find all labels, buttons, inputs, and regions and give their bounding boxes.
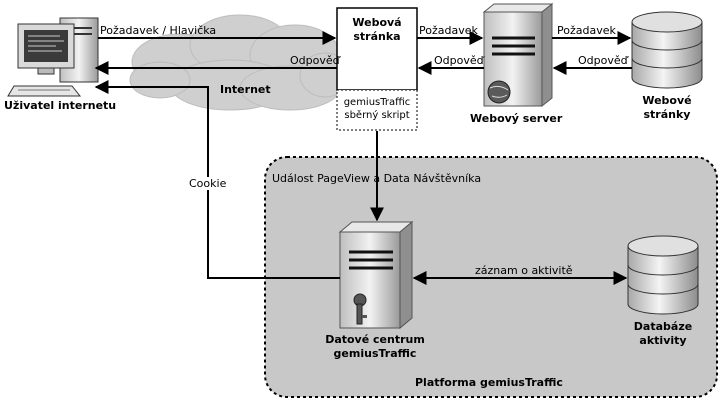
activity-db-label-2: aktivity	[639, 334, 687, 347]
web-server-icon	[482, 2, 554, 108]
data-center-label-2: gemiusTraffic	[333, 347, 417, 360]
edge-request-pages: Požadavek	[557, 24, 616, 37]
web-page-label-1: Webová	[352, 16, 402, 29]
edge-activity-record: záznam o aktivitě	[475, 264, 573, 277]
edge-cookie: Cookie	[188, 177, 228, 190]
collector-label-2: sběrný skript	[344, 110, 410, 121]
collector-script-box	[336, 89, 418, 131]
web-page-box	[336, 7, 418, 91]
edge-request-server: Požadavek	[419, 24, 478, 37]
platform-label: Platforma gemiusTraffic	[415, 376, 563, 389]
web-pages-label-1: Webové	[642, 94, 692, 107]
edge-response-server: Odpověď	[434, 54, 484, 67]
data-center-label-1: Datové centrum	[325, 333, 425, 346]
activity-database-icon	[627, 235, 699, 315]
computer-icon	[7, 17, 99, 97]
key-icon	[353, 293, 367, 325]
collector-label-1: gemiusTraffic	[343, 97, 411, 108]
web-page-label-2: stránka	[353, 30, 401, 43]
web-pages-database-icon	[631, 11, 703, 89]
user-label: Uživatel internetu	[4, 99, 117, 112]
edge-request-header: Požadavek / Hlavička	[100, 24, 217, 37]
internet-label: Internet	[220, 83, 271, 96]
edge-response-user: Odpověď	[290, 54, 340, 67]
data-center-server-icon	[338, 220, 414, 330]
edge-pageview-event: Událost PageView a Data Návštěvníka	[272, 172, 482, 185]
edge-response-pages: Odpověď	[578, 54, 628, 67]
activity-db-label-1: Databáze	[633, 320, 693, 333]
web-server-label: Webový server	[470, 112, 563, 125]
web-pages-label-2: stránky	[643, 108, 691, 121]
